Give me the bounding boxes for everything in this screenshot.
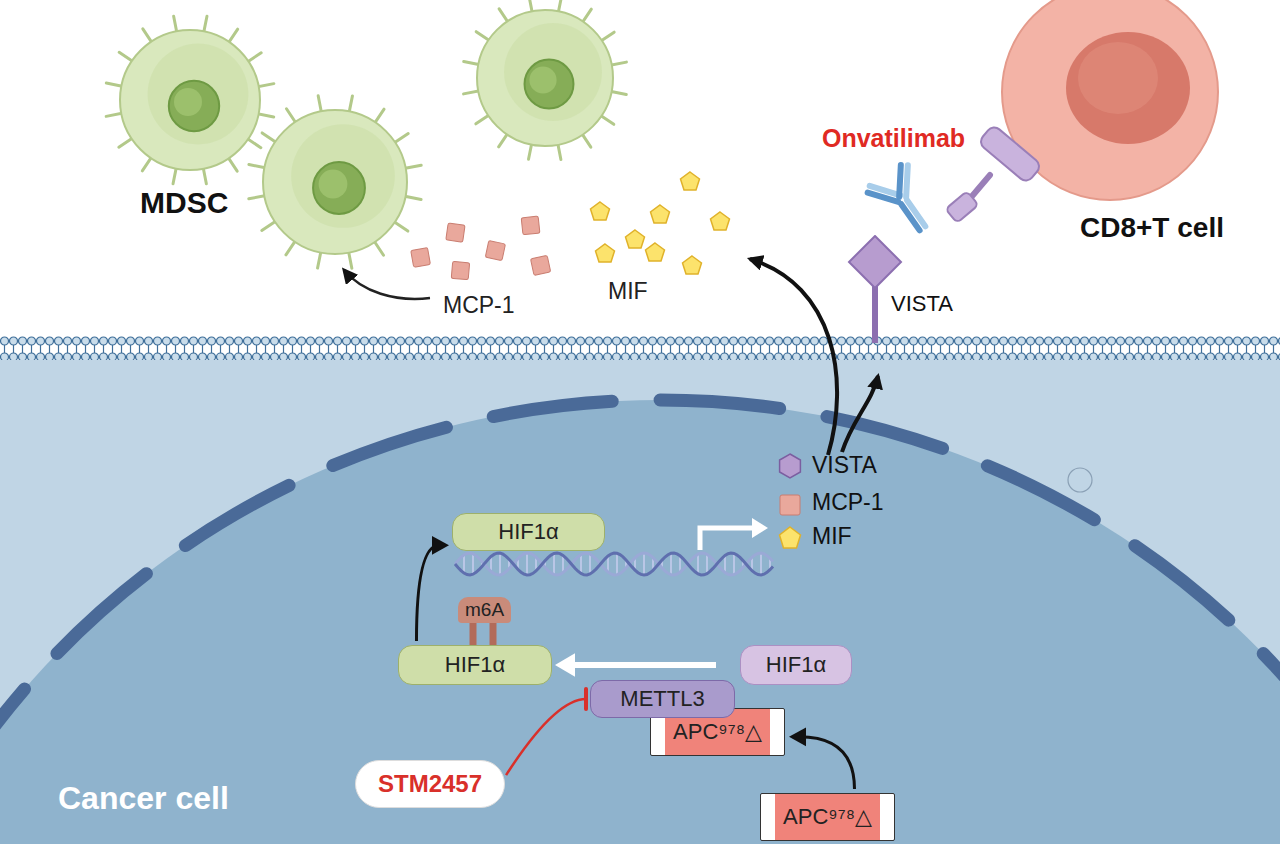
dna-rung bbox=[760, 553, 762, 575]
cell-nucleus bbox=[525, 60, 574, 109]
m6a-stalk bbox=[490, 622, 497, 646]
vista-art bbox=[835, 235, 985, 343]
secretion-arrow bbox=[750, 259, 837, 455]
cell-nucleus bbox=[313, 162, 365, 214]
vista-icon bbox=[780, 454, 801, 478]
gene-box: APC⁹⁷⁸△ bbox=[760, 793, 895, 841]
connector bbox=[789, 727, 855, 789]
dna-rung bbox=[463, 555, 465, 573]
nucleus-highlight bbox=[529, 66, 556, 93]
arrow-head bbox=[432, 536, 449, 555]
cell-shade bbox=[291, 124, 395, 228]
antibody bbox=[859, 155, 947, 247]
protein-box: HIF1α bbox=[452, 513, 605, 551]
cell-nucleus bbox=[1066, 32, 1190, 144]
mcp1-particles bbox=[411, 216, 551, 280]
dna-rung bbox=[580, 555, 582, 574]
dna-rung bbox=[697, 554, 699, 574]
mdsc-cell bbox=[249, 96, 421, 268]
cell-shade bbox=[148, 44, 249, 145]
connector-line bbox=[799, 737, 855, 789]
node-text: Cancer cell bbox=[58, 780, 229, 817]
cell-body bbox=[477, 10, 613, 146]
node-text: HIF1α bbox=[445, 652, 505, 678]
transcription-arrow bbox=[700, 528, 752, 550]
dna-strand bbox=[455, 553, 773, 575]
cytokine-label: MIF bbox=[608, 278, 648, 305]
mdsc-cells bbox=[106, 0, 626, 268]
dna-rung bbox=[499, 553, 501, 575]
connector-line bbox=[506, 699, 586, 775]
cell-body bbox=[263, 110, 407, 254]
nucleus-art bbox=[0, 360, 1280, 844]
nucleus-highlight bbox=[174, 88, 202, 116]
cell-body bbox=[120, 30, 260, 170]
vista-diamond bbox=[849, 236, 901, 288]
connector bbox=[555, 653, 716, 677]
node-text: VISTA bbox=[891, 291, 953, 317]
dna-rung bbox=[670, 553, 672, 574]
inhibition-bar bbox=[584, 689, 588, 709]
dna-rung bbox=[616, 553, 618, 574]
node-text: METTL3 bbox=[620, 686, 704, 712]
dna-rung bbox=[553, 554, 555, 575]
cell-nucleus bbox=[169, 81, 219, 131]
drug-label: Onvatilimab bbox=[822, 124, 965, 153]
t-cell: CD8+T cell bbox=[940, 0, 1260, 250]
cell-label: MDSC bbox=[140, 186, 228, 220]
node-text: HIF1α bbox=[498, 519, 558, 545]
connector bbox=[506, 689, 586, 775]
mcp1-icon bbox=[780, 495, 800, 515]
cell-membrane bbox=[0, 336, 1280, 362]
nucleus bbox=[0, 400, 1280, 844]
node-text: HIF1α bbox=[766, 652, 826, 678]
dna-rung bbox=[526, 553, 528, 575]
arrow-head bbox=[789, 727, 806, 746]
cancer-cell: Cancer cellHIF1αHIF1αHIF1αMETTL3APC⁹⁷⁸△S… bbox=[0, 360, 1280, 844]
dna-rung bbox=[706, 554, 708, 573]
connector bbox=[416, 536, 449, 641]
node-text: APC⁹⁷⁸△ bbox=[783, 804, 872, 830]
enzyme-box: METTL3 bbox=[590, 680, 735, 718]
nucleus-highlight bbox=[1078, 42, 1158, 114]
node-text: APC⁹⁷⁸△ bbox=[673, 719, 762, 745]
node-text: STM2457 bbox=[378, 770, 482, 798]
dna-strand bbox=[455, 553, 773, 575]
receptor-body bbox=[978, 124, 1042, 184]
protein-box: HIF1α bbox=[398, 645, 552, 685]
vesicle bbox=[1068, 468, 1092, 492]
vista-stalk bbox=[872, 285, 878, 343]
vista-receptor: VISTA bbox=[835, 235, 985, 343]
mif-particles bbox=[591, 172, 730, 274]
mdsc-cell bbox=[106, 16, 274, 184]
receptor-head bbox=[945, 191, 978, 223]
drug-pill: STM2457 bbox=[355, 760, 505, 808]
connector-line bbox=[565, 662, 716, 668]
mif-icon bbox=[780, 527, 801, 548]
cytokine-label: MCP-1 bbox=[443, 292, 515, 319]
mdsc-cell bbox=[464, 0, 627, 159]
dna-rung bbox=[589, 554, 591, 574]
cell-shade bbox=[504, 23, 602, 121]
dna-rung bbox=[643, 553, 645, 575]
dna-rung bbox=[733, 553, 735, 574]
dna-rung bbox=[472, 554, 474, 574]
arrow-head bbox=[555, 653, 575, 677]
nucleus-highlight bbox=[319, 170, 348, 199]
secretion-arrow bbox=[344, 270, 430, 299]
connector-line bbox=[416, 545, 439, 641]
node-text: CD8+T cell bbox=[1080, 212, 1224, 244]
arrow-head bbox=[752, 518, 768, 538]
m6a-stalk bbox=[470, 622, 477, 646]
trafficking-arrow bbox=[842, 376, 878, 452]
protein-box: HIF1α bbox=[740, 645, 852, 685]
